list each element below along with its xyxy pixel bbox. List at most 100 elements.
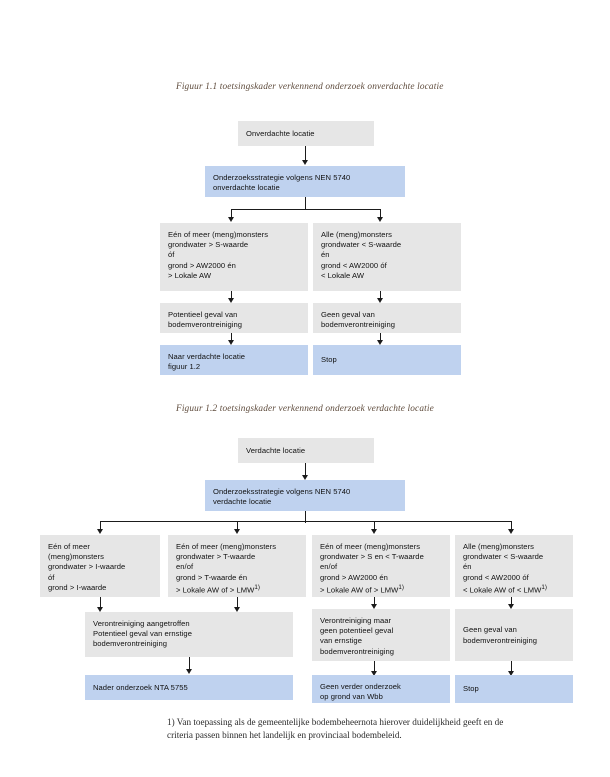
fig2-branch-1-line5: grond > I-waarde (48, 582, 107, 592)
fig2-connector-result3-final (374, 661, 376, 673)
fig2-bus-drop-4 (511, 521, 513, 531)
fig1-result-left-line1: Potentieel geval van (168, 310, 238, 319)
fig2-final-3-box: Geen verder onderzoek op grond van Wbb (312, 675, 450, 703)
fig1-result-right-line2: bodemverontreiniging (321, 320, 396, 330)
fig2-arrow-branch3-result (371, 604, 377, 609)
fig2-branch-4-line3: én (463, 562, 472, 572)
fig1-final-left-line1: Naar verdachte locatie (168, 352, 246, 361)
fig2-arrow-branch-1 (97, 529, 103, 534)
fig1-strategy-box: Onderzoeksstrategie volgens NEN 5740 onv… (205, 166, 405, 197)
fig2-branch-2-line3: en/of (176, 562, 194, 572)
fig2-branch-2-line2: grondwater > T-waarde (176, 552, 256, 562)
fig2-branch-3-line4: grond > AW2000 én (320, 572, 388, 582)
fig2-branch-2-box: Eén of meer (meng)monsters grondwater > … (168, 535, 306, 597)
fig2-merge-line3: bodemverontreiniging (93, 639, 168, 649)
fig1-start-box: Onverdachte locatie (238, 121, 374, 146)
fig1-branch-left-box: Eén of meer (meng)monsters grondwater > … (160, 223, 308, 291)
fig1-branch-right-box: Alle (meng)monsters grondwater < S-waard… (313, 223, 461, 291)
fig1-arrow-branch-left (228, 217, 234, 222)
fig1-result-right-box: Geen geval van bodemverontreiniging (313, 303, 461, 333)
fig2-arrow-strategy (302, 475, 308, 480)
fig2-start-box: Verdachte locatie (238, 438, 374, 463)
fig1-connector-start-strategy (305, 146, 307, 162)
fig1-final-right-line1: Stop (321, 355, 337, 365)
fig1-branch-right-line2: grondwater < S-waarde (321, 240, 402, 250)
fig2-connector-strategy-bus (305, 511, 307, 523)
fig2-result-4-line2: bodemverontreiniging (463, 635, 538, 645)
fig1-arrow-right-result (377, 298, 383, 303)
fig1-strategy-line1: Onderzoeksstrategie volgens NEN 5740 (213, 173, 351, 182)
figure-1-2-caption: Figuur 1.2 toetsingskader verkennend ond… (176, 404, 434, 414)
fig2-result-3-line4: bodemverontreiniging (320, 646, 395, 656)
fig2-merge-box: Verontreiniging aangetroffen Potentieel … (85, 612, 293, 657)
fig2-arrow-result3-final (371, 671, 377, 676)
fig2-bus-drop-2 (237, 521, 239, 531)
fig2-arrow-merge-final (186, 669, 192, 674)
fig1-branch-left-line1: Eén of meer (meng)monsters (168, 230, 269, 239)
fig2-final-merge-line1: Nader onderzoek NTA 5755 (93, 682, 188, 692)
fig2-branch-1-line3: grondwater > I-waarde (48, 562, 126, 572)
fig2-arrow-branch-4 (508, 529, 514, 534)
fig2-branch-2-footnote-marker: 1) (254, 583, 260, 591)
fig2-arrow-branch1-merge (97, 607, 103, 612)
fig2-branch-3-footnote-marker: 1) (398, 583, 404, 591)
fig2-result-3-line3: van ernstige (320, 636, 362, 646)
footnote: 1) Van toepassing als de gemeentelijke b… (167, 716, 503, 742)
fig2-branch-4-line5: < Lokale AW of < LMW1) (463, 583, 565, 596)
fig2-branch-3-line3: en/of (320, 562, 338, 572)
fig2-merge-line2: Potentieel geval van ernstige (93, 629, 192, 639)
fig1-bus-drop-right (380, 209, 382, 219)
fig2-branch-4-footnote-marker: 1) (541, 583, 547, 591)
footnote-line1: 1) Van toepassing als de gemeentelijke b… (167, 717, 504, 727)
fig1-branch-left-line2: grondwater > S-waarde (168, 240, 249, 250)
fig1-arrow-left-result (228, 298, 234, 303)
fig1-result-left-box: Potentieel geval van bodemverontreinigin… (160, 303, 308, 333)
fig2-branch-4-line1: Alle (meng)monsters (463, 542, 535, 551)
fig1-final-left-line2: figuur 1.2 (168, 362, 201, 372)
fig1-branch-left-line3: óf (168, 250, 175, 260)
fig1-connector-left-result (231, 291, 233, 300)
fig2-branch-2-line5: > Lokale AW of > LMW1) (176, 583, 298, 596)
fig2-branch-3-line5-text: > Lokale AW of > LMW (320, 585, 399, 595)
fig2-branch-1-line2: (meng)monsters (48, 552, 104, 562)
fig1-arrow-right-final (377, 340, 383, 345)
fig2-connector-merge-final (189, 657, 191, 671)
fig2-arrow-branch2-merge (234, 607, 240, 612)
fig1-branch-right-line4: grond < AW2000 óf (321, 260, 387, 270)
fig1-connector-strategy-bus (305, 197, 307, 210)
fig2-connector-result4-final (511, 661, 513, 673)
fig1-arrow-strategy (302, 160, 308, 165)
fig2-result-4-box: Geen geval van bodemverontreiniging (455, 609, 573, 661)
fig2-branch-3-line1: Eén of meer (meng)monsters (320, 542, 421, 551)
figure-1-1-caption: Figuur 1.1 toetsingskader verkennend ond… (176, 82, 444, 92)
fig1-connector-left-final (231, 333, 233, 342)
fig2-strategy-box: Onderzoeksstrategie volgens NEN 5740 ver… (205, 480, 405, 511)
fig1-branch-right-line5: < Lokale AW (321, 270, 365, 280)
fig2-result-4-line1: Geen geval van (463, 625, 517, 635)
fig1-branch-left-line4: grond > AW2000 én (168, 260, 236, 270)
fig1-connector-right-result (380, 291, 382, 300)
fig2-branch-4-box: Alle (meng)monsters grondwater < S-waard… (455, 535, 573, 597)
fig2-result-3-line1: Verontreiniging maar (320, 616, 392, 625)
fig2-strategy-line2: verdachte locatie (213, 497, 272, 507)
fig2-bus-drop-3 (374, 521, 376, 531)
fig2-branch-2-line1: Eén of meer (meng)monsters (176, 542, 277, 551)
fig2-branch-1-line1: Eén of meer (48, 542, 90, 551)
fig1-result-left-line2: bodemverontreiniging (168, 320, 243, 330)
fig2-start-label: Verdachte locatie (246, 445, 306, 455)
fig2-final-3-line1: Geen verder onderzoek (320, 682, 401, 691)
fig1-split-bus (231, 209, 381, 211)
fig2-result-3-box: Verontreiniging maar geen potentieel gev… (312, 609, 450, 661)
fig1-bus-drop-left (231, 209, 233, 219)
fig2-branch-3-box: Eén of meer (meng)monsters grondwater > … (312, 535, 450, 597)
fig2-bus-drop-1 (100, 521, 102, 531)
fig2-branch-4-line5-text: < Lokale AW of < LMW (463, 585, 542, 595)
fig1-connector-right-final (380, 333, 382, 342)
fig2-final-3-line2: op grond van Wbb (320, 692, 383, 702)
fig2-strategy-line1: Onderzoeksstrategie volgens NEN 5740 (213, 487, 351, 496)
fig1-branch-right-line1: Alle (meng)monsters (321, 230, 393, 239)
fig2-final-4-box: Stop (455, 675, 573, 703)
fig1-strategy-line2: onverdachte locatie (213, 183, 280, 193)
fig1-start-label: Onverdachte locatie (246, 128, 315, 138)
